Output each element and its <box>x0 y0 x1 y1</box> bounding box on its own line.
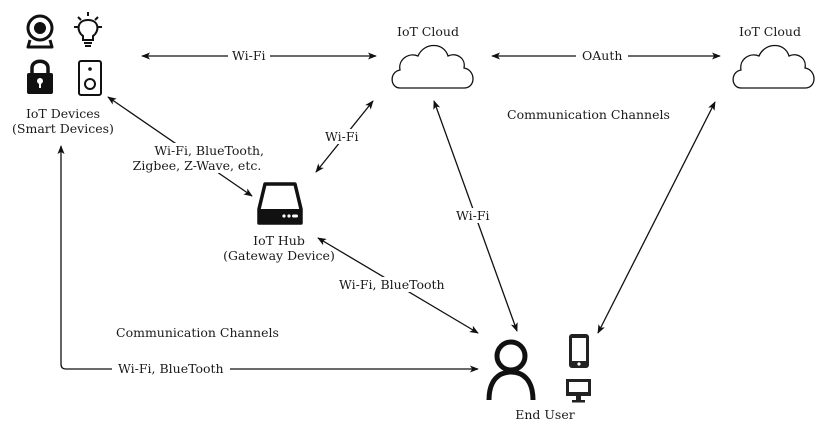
monitor-icon <box>566 379 591 403</box>
edge-cloud2-user <box>597 101 716 334</box>
annotation-bottom-channels: Communication Channels <box>116 325 279 340</box>
edge-label-devices-user: Wi-Fi, BlueTooth <box>112 361 230 376</box>
cloud1-label: IoT Cloud <box>397 24 459 39</box>
cloud-icon <box>391 44 474 89</box>
webcam-icon <box>26 14 54 49</box>
cloud-icon <box>732 44 815 89</box>
lightbulb-icon <box>74 12 102 47</box>
user-icon <box>486 339 536 401</box>
lock-icon <box>27 59 53 94</box>
hub-icon <box>257 182 303 225</box>
edge-devices-user <box>57 145 479 373</box>
devices-label: IoT Devices (Smart Devices) <box>6 106 120 136</box>
speaker-icon <box>78 60 102 96</box>
smartphone-icon <box>569 334 589 368</box>
hub-label-line2: (Gateway Device) <box>223 248 335 263</box>
edge-label-hub-devices: Wi-Fi, BlueTooth, Zigbee, Z-Wave, etc. <box>122 143 272 173</box>
edge-label-hub-user: Wi-Fi, BlueTooth <box>336 277 448 292</box>
hub-label-line1: IoT Hub <box>253 233 305 248</box>
edge-label-hub-devices-line2: Zigbee, Z-Wave, etc. <box>132 158 262 173</box>
edge-label-cloud1-cloud2: OAuth <box>576 48 629 63</box>
edge-label-devices-cloud1: Wi-Fi <box>228 48 270 63</box>
edge-label-hub-cloud1: Wi-Fi <box>322 129 362 144</box>
devices-label-line1: IoT Devices <box>25 106 101 121</box>
cloud2-label: IoT Cloud <box>739 24 801 39</box>
edge-label-cloud1-user: Wi-Fi <box>453 208 493 223</box>
hub-label: IoT Hub (Gateway Device) <box>220 233 338 263</box>
edge-label-hub-devices-line1: Wi-Fi, BlueTooth, <box>154 143 264 158</box>
annotation-top-channels: Communication Channels <box>507 107 670 122</box>
user-label: End User <box>515 407 575 422</box>
devices-label-line2: (Smart Devices) <box>12 121 114 136</box>
